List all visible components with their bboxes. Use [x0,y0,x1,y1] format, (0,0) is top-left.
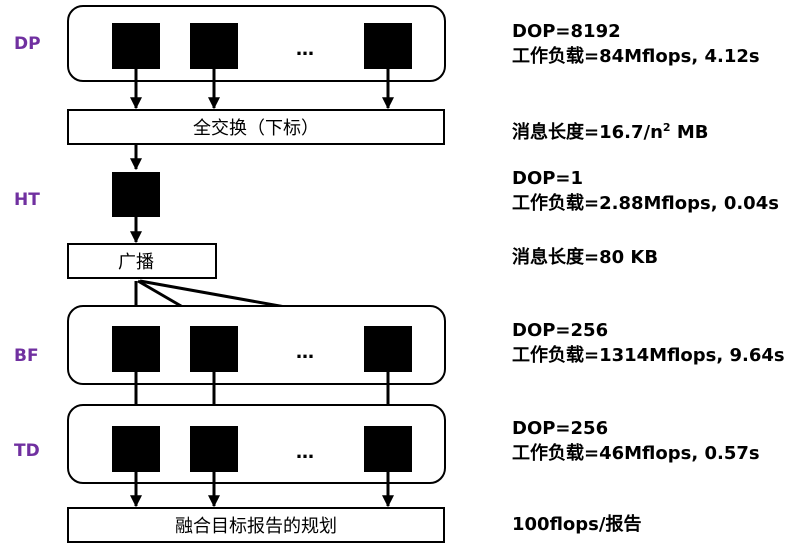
all-to-all-box [67,109,445,145]
ht-workload: 工作负载=2.88Mflops, 0.04s [512,193,779,214]
bf-processor-n [364,326,412,372]
ht-processor [112,172,160,217]
stage-label-dp: DP [14,34,41,54]
td-info: DOP=256 工作负载=46Mflops, 0.57s [512,416,760,466]
fusion-label: 融合目标报告的规划 [175,516,337,537]
msg-length-1: 消息长度=16.7/n2 MB [512,115,708,145]
dp-processor-1 [112,23,160,69]
ht-dop: DOP=1 [512,168,584,189]
stage-label-bf: BF [14,346,39,366]
report-rate: 100flops/报告 [512,512,641,537]
fusion-box [67,507,445,543]
dp-processor-n [364,23,412,69]
dp-group-container [67,5,446,82]
broadcast-label: 广播 [118,252,154,273]
td-processor-2 [190,426,238,472]
msg-length-2: 消息长度=80 KB [512,245,658,270]
report-text: 100flops/报告 [512,514,642,535]
dp-processor-2 [190,23,238,69]
msg2-text: 消息长度=80 KB [512,247,659,268]
td-group-container [67,404,446,484]
msg1-superscript: 2 [662,121,671,134]
bf-info: DOP=256 工作负载=1314Mflops, 9.64s [512,318,785,368]
td-workload: 工作负载=46Mflops, 0.57s [512,443,760,464]
dp-ellipsis: … [296,39,314,60]
dp-info: DOP=8192 工作负载=84Mflops, 4.12s [512,19,760,69]
broadcast-box [67,243,217,279]
stage-label-ht: HT [14,190,40,210]
bf-group-container [67,305,446,385]
all-to-all-label: 全交换（下标） [193,118,319,139]
bf-processor-1 [112,326,160,372]
msg1-prefix: 消息长度=16.7/n [512,122,663,143]
dp-dop: DOP=8192 [512,21,621,42]
bf-workload: 工作负载=1314Mflops, 9.64s [512,345,785,366]
td-ellipsis: … [296,442,314,463]
bf-dop: DOP=256 [512,320,609,341]
td-processor-n [364,426,412,472]
td-processor-1 [112,426,160,472]
ht-info: DOP=1 工作负载=2.88Mflops, 0.04s [512,166,779,216]
bf-processor-2 [190,326,238,372]
td-dop: DOP=256 [512,418,609,439]
bf-ellipsis: … [296,342,314,363]
stage-label-td: TD [14,441,40,461]
dp-workload: 工作负载=84Mflops, 4.12s [512,46,760,67]
msg1-suffix: MB [670,122,709,143]
